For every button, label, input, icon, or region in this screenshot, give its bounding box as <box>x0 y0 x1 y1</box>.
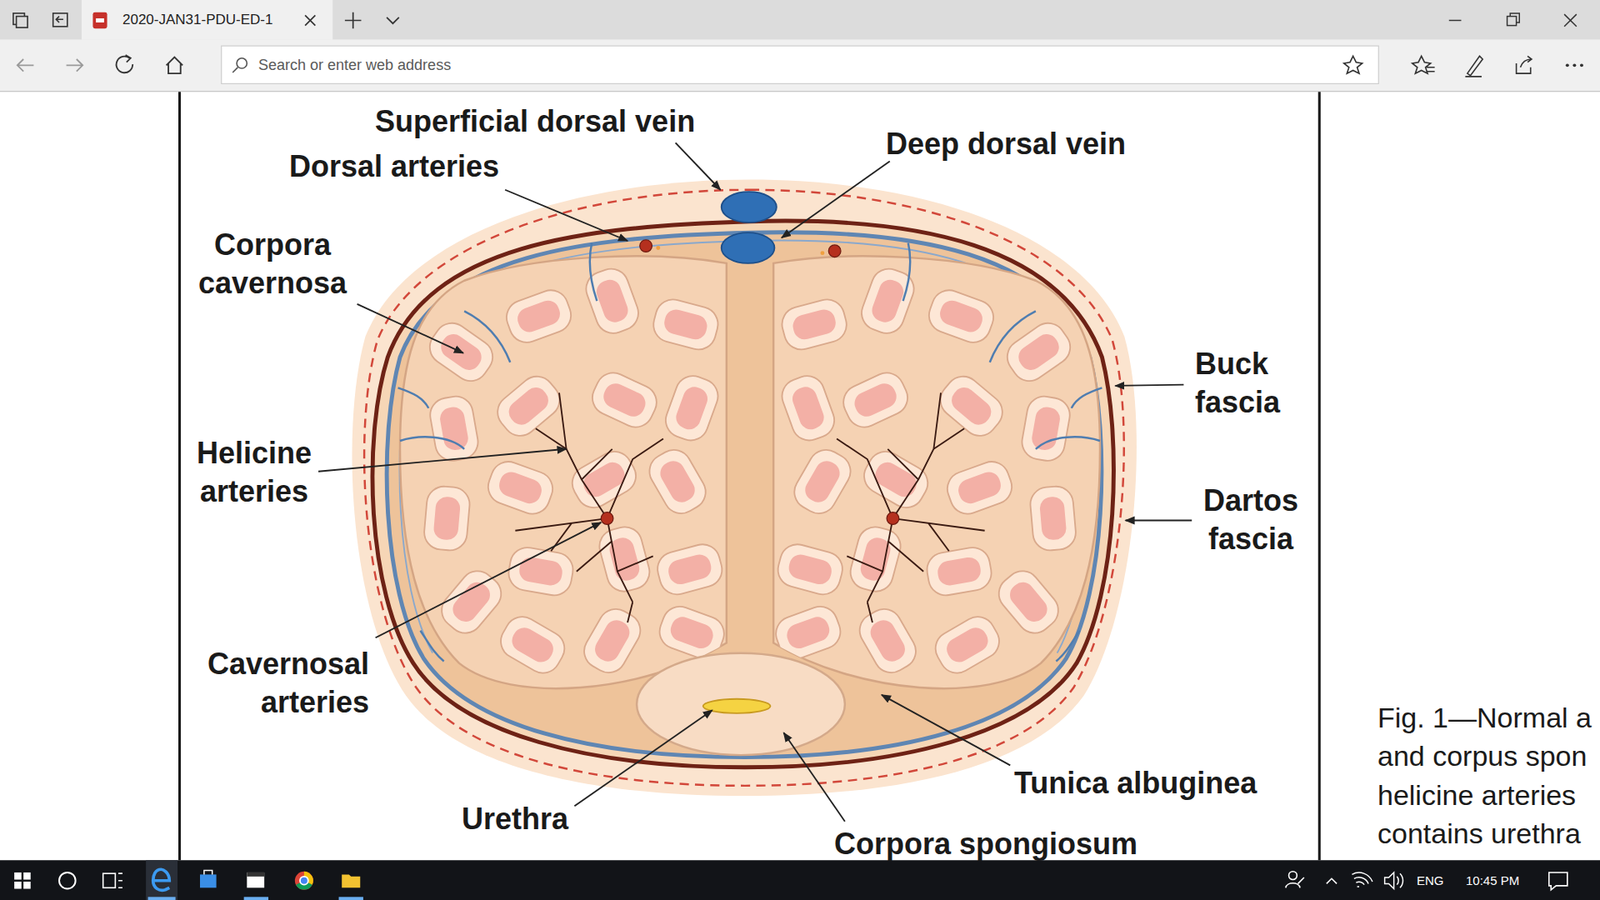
leader-lines <box>318 142 1192 821</box>
cross-section-illustration <box>351 180 1136 797</box>
part-label: Deep dorsal vein <box>885 125 1126 164</box>
taskbar <box>0 860 1600 900</box>
part-label: Corpora spongiosum <box>834 825 1138 864</box>
caption-line: contains urethra <box>1377 814 1581 853</box>
part-label: Tunica albuginea <box>1014 764 1257 803</box>
caption-line: helicine arteries <box>1377 775 1576 815</box>
caption-line: Fig. 1—Normal a <box>1377 698 1592 737</box>
part-label: Superficial dorsal vein <box>375 102 695 141</box>
address-placeholder: Search or enter web address <box>258 55 451 75</box>
page-border <box>180 91 1320 860</box>
part-label: Dorsal arteries <box>289 147 500 186</box>
caption-line: and corpus spon <box>1377 736 1587 775</box>
clock: 10:45 PM <box>1465 872 1520 890</box>
part-label: Urethra <box>461 800 569 839</box>
part-label: Cavernosal arteries <box>177 645 370 722</box>
part-label: Helicine arteries <box>179 434 330 511</box>
part-label: Buck fascia <box>1195 345 1304 422</box>
part-label: Dartos fascia <box>1188 481 1314 559</box>
browser-chrome <box>0 0 1600 92</box>
part-label: Corpora cavernosa <box>180 225 365 303</box>
language-indicator: ENG <box>1416 872 1445 890</box>
tab-title: 2020-JAN31-PDU-ED-1 <box>122 10 273 30</box>
